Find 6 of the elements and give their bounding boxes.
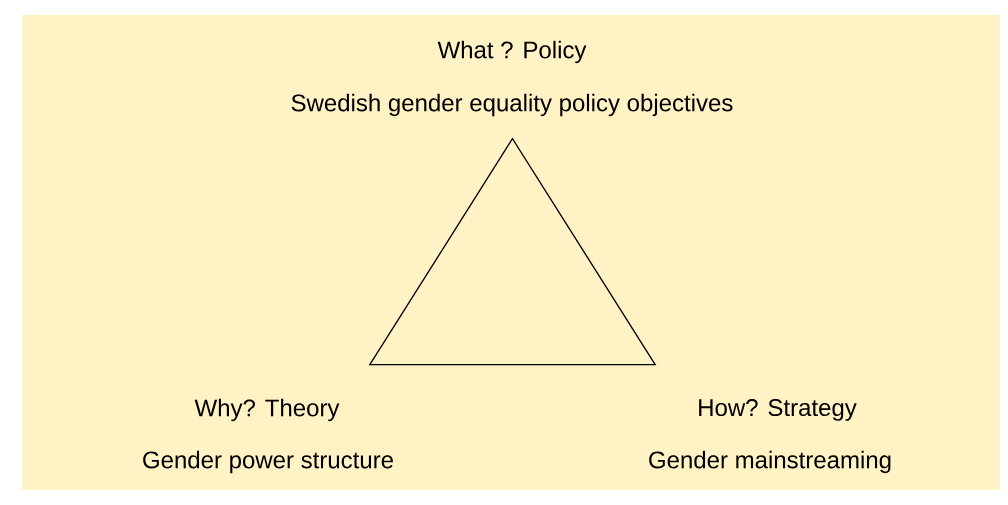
label-text: What ? Policy [437,40,587,64]
label-text: Swedish gender equality policy objectives [291,93,733,117]
label-text: Gender power structure [143,450,393,474]
label-text: How? Strategy [699,399,857,421]
label-text: Why? Theory [194,398,340,422]
label-text: Gender mainstreaming [649,450,891,474]
